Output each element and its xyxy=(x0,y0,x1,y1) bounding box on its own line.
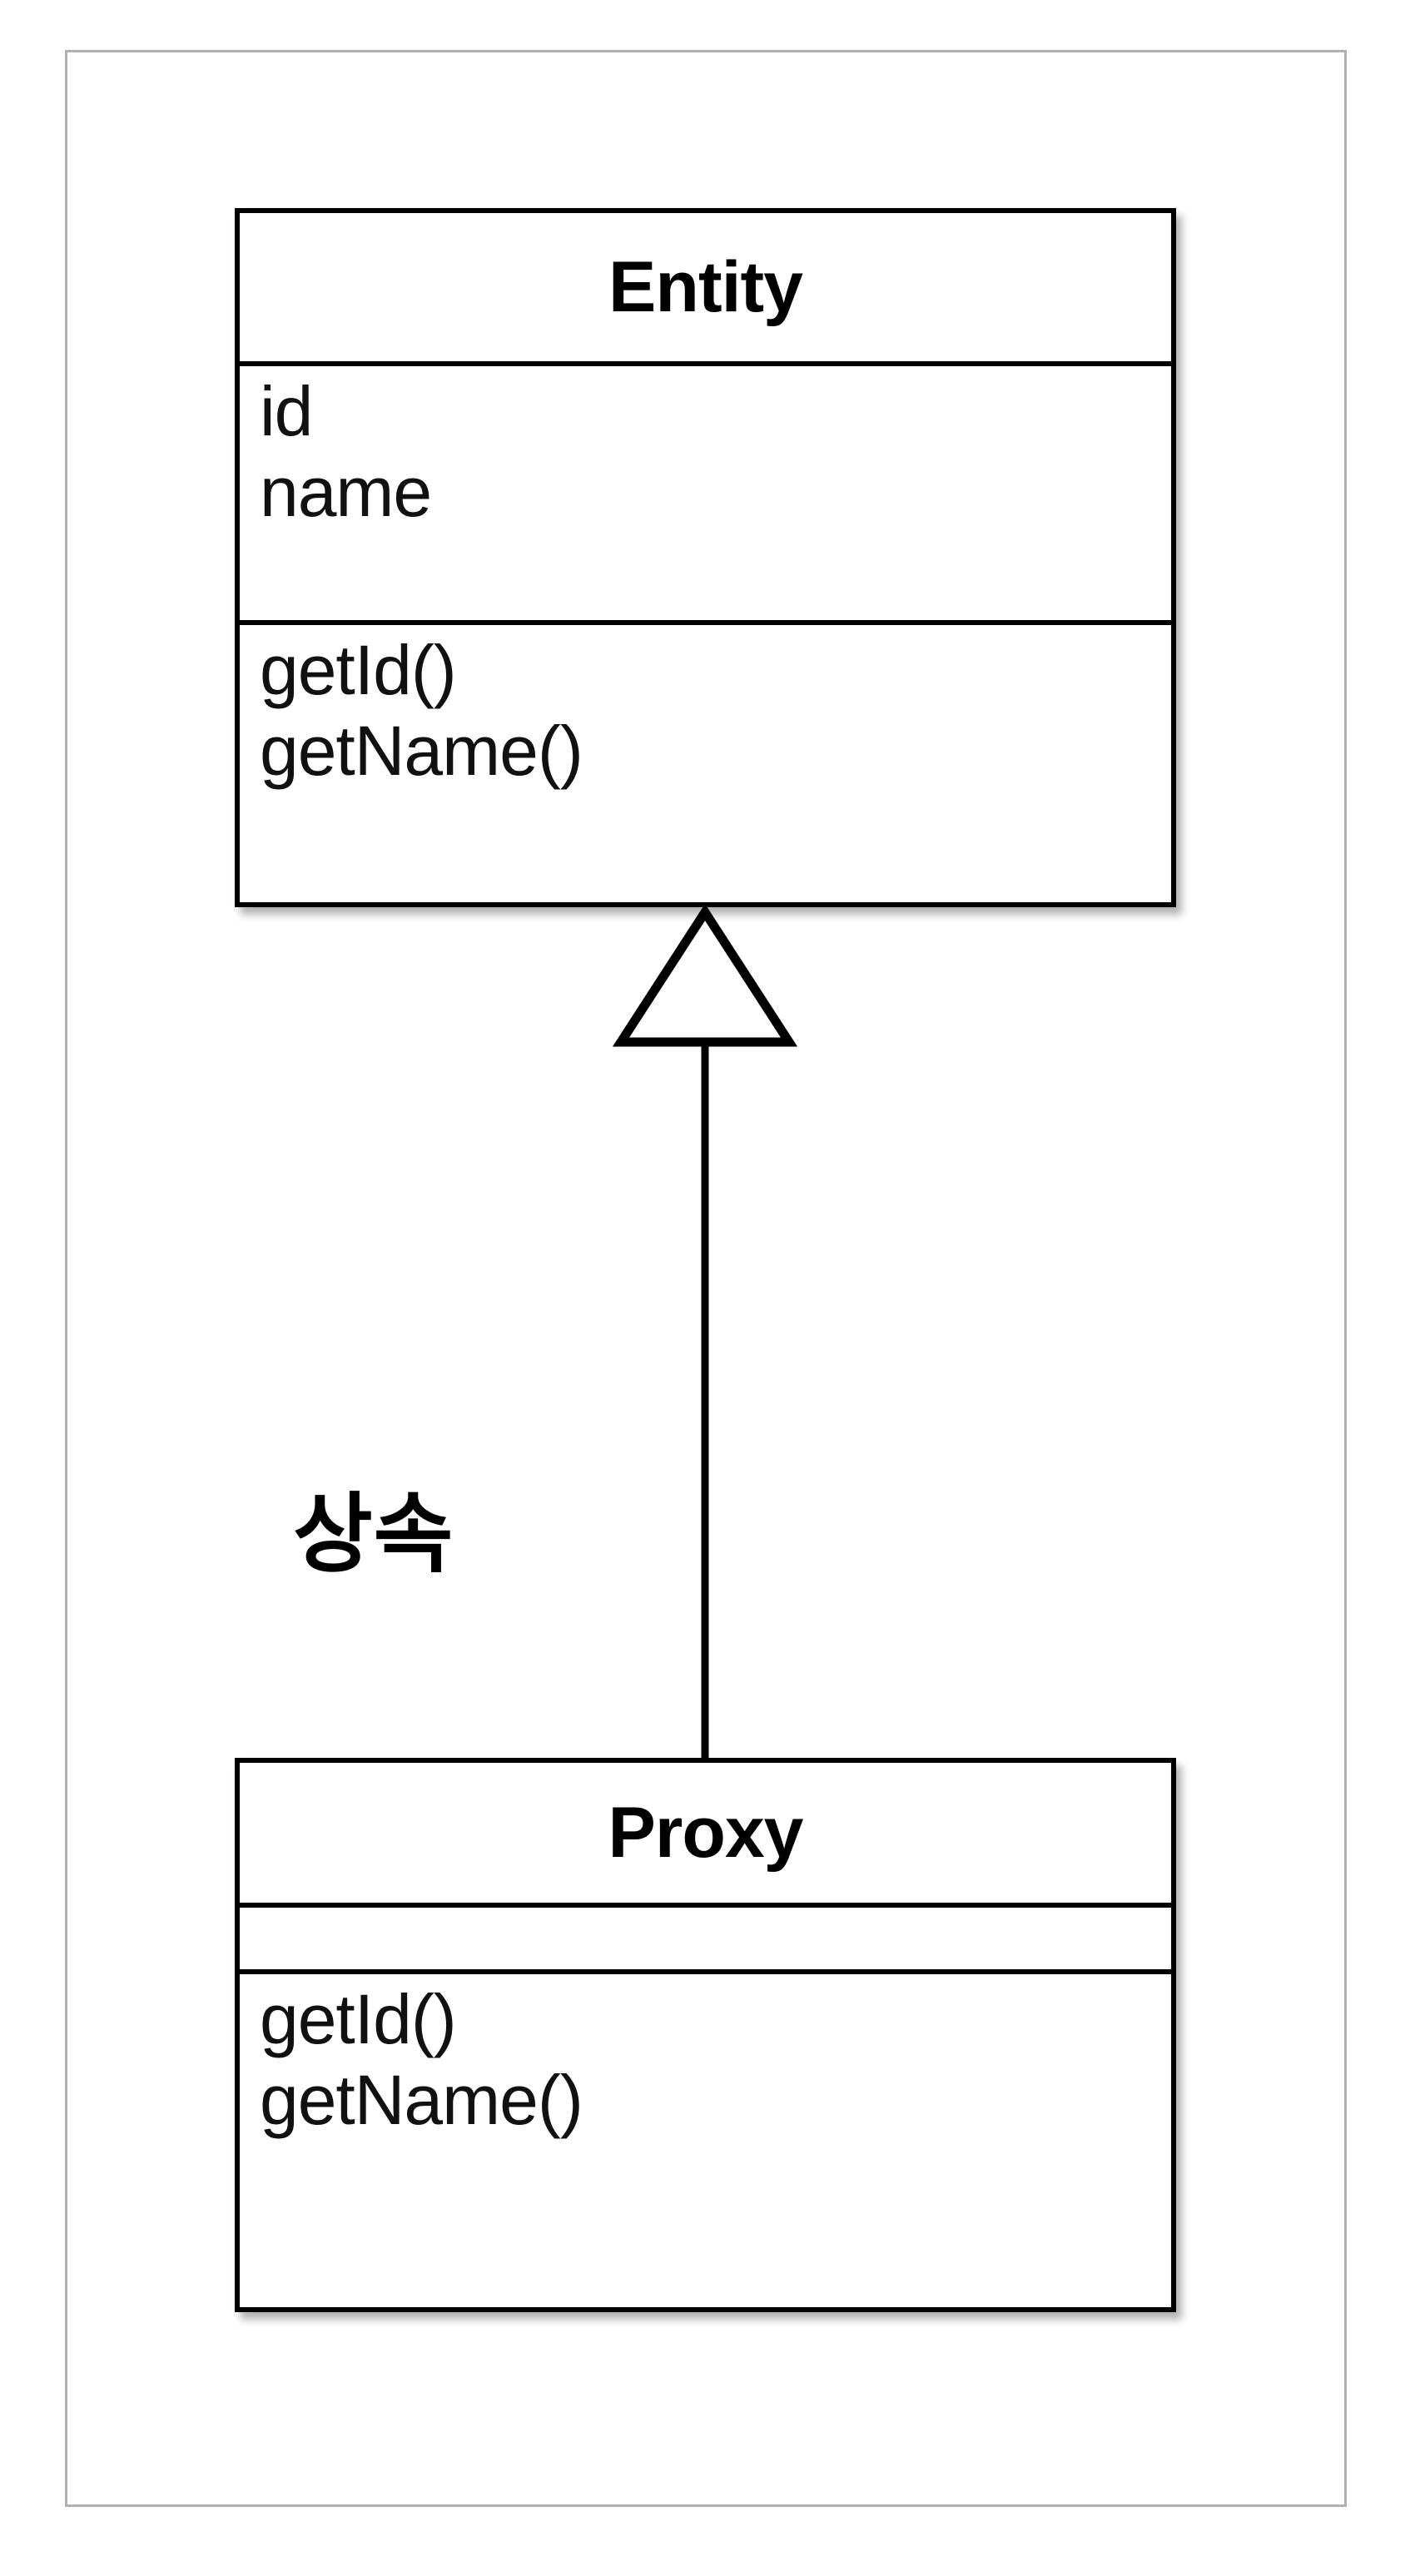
method-compartment-proxy: getId() getName() xyxy=(240,1974,1171,2302)
method-item: getId() xyxy=(260,631,457,709)
attribute-item: name xyxy=(260,453,432,532)
method-item: getId() xyxy=(260,1980,457,2058)
uml-class-entity[interactable]: Entity id name getId() getName() xyxy=(235,208,1176,907)
relationship-label: 상속 xyxy=(293,1487,454,1583)
method-item: getName() xyxy=(260,712,583,791)
method-compartment-entity: getId() getName() xyxy=(240,625,1171,897)
uml-class-proxy[interactable]: Proxy getId() getName() xyxy=(235,1758,1176,2312)
class-name-proxy: Proxy xyxy=(240,1763,1171,1908)
attribute-compartment-proxy xyxy=(240,1908,1171,1974)
class-name-entity: Entity xyxy=(240,213,1171,366)
attribute-compartment-entity: id name xyxy=(240,366,1171,625)
attribute-item: id xyxy=(260,372,313,450)
method-item: getName() xyxy=(260,2061,583,2140)
